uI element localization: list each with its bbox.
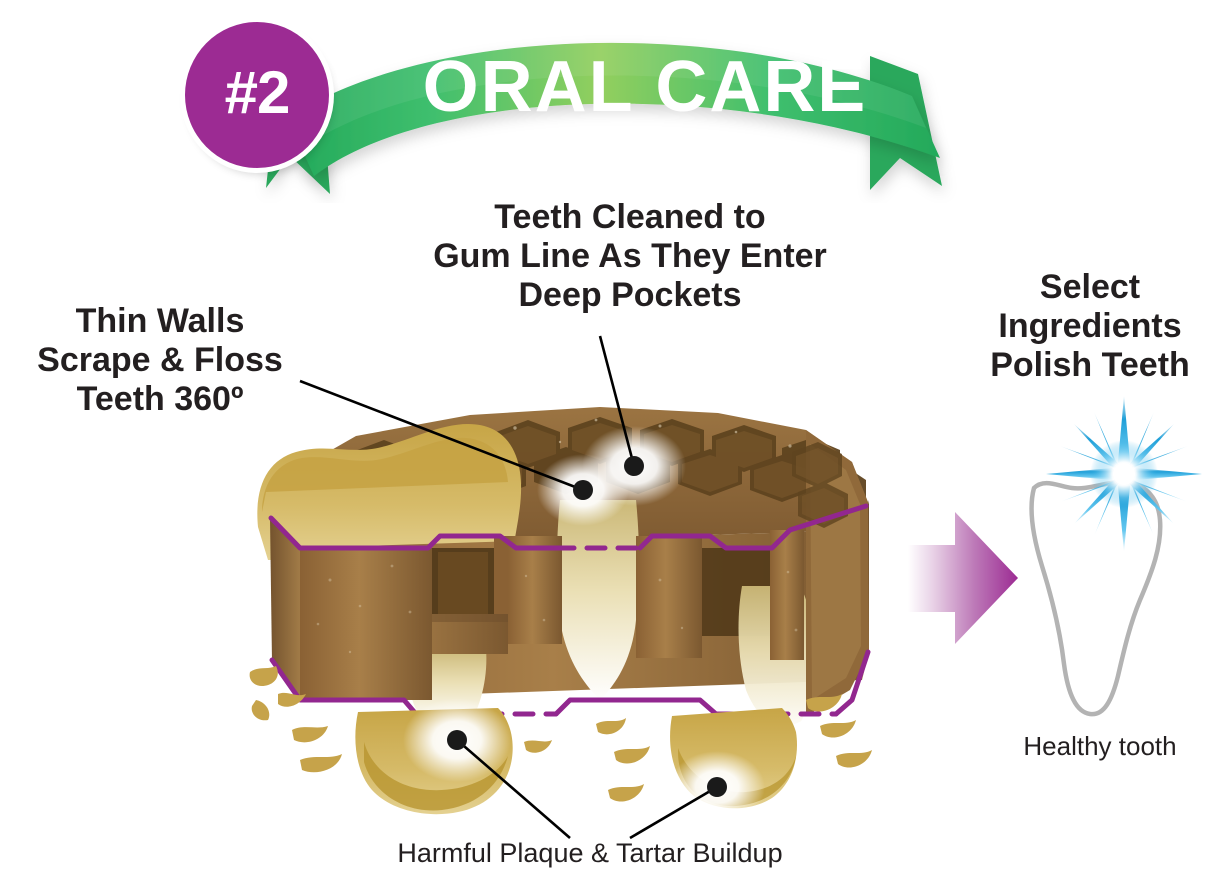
leader-dots (447, 456, 727, 797)
caption-plaque-tartar: Harmful Plaque & Tartar Buildup (397, 838, 783, 868)
transition-arrow (908, 512, 1018, 644)
caption-healthy-tooth: Healthy tooth (1023, 731, 1177, 761)
step-number-label: #2 (224, 59, 291, 126)
leader-plaque-right (629, 785, 718, 840)
leader-gum-line (598, 335, 636, 467)
sparkle-icon (1046, 396, 1202, 552)
plaque-flakes (249, 666, 872, 802)
callout-teeth-cleaned: Teeth Cleaned to Gum Line As They Enter … (433, 198, 827, 314)
callout-thin-walls: Thin Walls Scrape & Floss Teeth 360º (37, 302, 283, 418)
leader-lines (299, 335, 718, 840)
upper-tooth-left (257, 424, 522, 560)
leader-thin-walls (299, 379, 584, 492)
step-number-badge: #2 (185, 22, 329, 168)
healthy-tooth-outline (1029, 479, 1163, 717)
oral-care-banner: ORAL CARE #2 (170, 8, 970, 203)
callout-select-ingredients: Select Ingredients Polish Teeth (990, 268, 1190, 384)
leader-plaque-left (456, 739, 571, 839)
